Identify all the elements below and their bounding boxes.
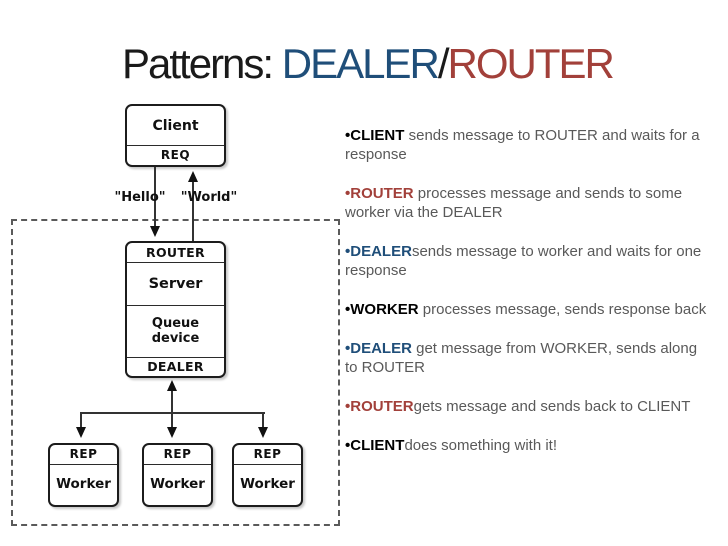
bullet-text: does something with it!: [404, 437, 558, 454]
worker-box-3: REP Worker: [232, 443, 303, 507]
bullet-marker: •: [345, 340, 351, 357]
rep-socket-label: REP: [234, 445, 301, 465]
bullet-keyword: •DEALER: [345, 340, 412, 357]
bullet-text: sends message to ROUTER and waits for a …: [345, 127, 700, 163]
bullet-keyword: •DEALER: [345, 243, 412, 260]
bullet-marker: •: [345, 398, 351, 415]
bullet-keyword: •WORKER: [345, 301, 419, 318]
rep-socket-label: REP: [144, 445, 211, 465]
fanout-connector-line: [80, 412, 265, 414]
bullet-item: •ROUTER processes message and sends to s…: [345, 184, 713, 222]
bullet-keyword: •ROUTER: [345, 185, 414, 202]
bullet-text: processes message and sends to some work…: [345, 185, 683, 221]
title-router: ROUTER: [447, 40, 615, 87]
bullet-item: •CLIENT sends message to ROUTER and wait…: [345, 126, 713, 164]
worker-label: Worker: [56, 476, 111, 492]
bullet-item: •DEALER get message from WORKER, sends a…: [345, 339, 713, 377]
title-dealer: DEALER: [281, 40, 440, 87]
reply-arrow-head: [188, 171, 198, 182]
rep-socket-label: REP: [50, 445, 117, 465]
client-label: Client: [127, 106, 224, 146]
bullet-list: •CLIENT sends message to ROUTER and wait…: [345, 126, 713, 475]
worker-box-1: REP Worker: [48, 443, 119, 507]
dealer-up-arrow-head: [167, 380, 177, 391]
dealer-arrow-line: [171, 391, 173, 413]
bullet-keyword: •CLIENT: [345, 437, 405, 454]
client-box: Client REQ: [125, 104, 226, 167]
worker2-arrow-line: [171, 414, 173, 427]
bullet-marker: •: [345, 243, 351, 260]
bullet-marker: •: [345, 301, 351, 318]
bullet-text: get message from WORKER, sends along to …: [345, 340, 698, 376]
bullet-text: gets message and sends back to CLIENT: [413, 398, 691, 415]
worker3-arrow-head: [258, 427, 268, 438]
title-slash: /: [437, 40, 450, 87]
bullet-text: processes message, sends response back: [418, 301, 707, 318]
worker-label: Worker: [150, 476, 205, 492]
page-title: Patterns: DEALER/ROUTER: [122, 40, 615, 88]
worker2-arrow-head: [167, 427, 177, 438]
request-arrow-line: [154, 167, 156, 226]
request-arrow-head: [150, 226, 160, 237]
bullet-marker: •: [345, 127, 351, 144]
worker-label: Worker: [240, 476, 295, 492]
hello-message-label: "Hello": [114, 190, 166, 205]
worker1-arrow-head: [76, 427, 86, 438]
queue-device-label: Queue device: [127, 306, 224, 358]
router-socket-label: ROUTER: [127, 243, 224, 263]
worker1-arrow-line: [80, 414, 82, 427]
bullet-text: sends message to worker and waits for on…: [345, 243, 702, 279]
broker-box: ROUTER Server Queue device DEALER: [125, 241, 226, 378]
bullet-marker: •: [345, 185, 351, 202]
world-message-label: "World": [180, 190, 238, 205]
bullet-item: •DEALERsends message to worker and waits…: [345, 242, 713, 280]
title-prefix: Patterns:: [122, 40, 282, 87]
bullet-keyword: •ROUTER: [345, 398, 414, 415]
worker-box-2: REP Worker: [142, 443, 213, 507]
reply-arrow-line: [192, 182, 194, 241]
bullet-keyword: •CLIENT: [345, 127, 405, 144]
bullet-item: •ROUTERgets message and sends back to CL…: [345, 397, 713, 416]
bullet-item: •CLIENTdoes something with it!: [345, 436, 713, 455]
broker-dashed-boundary: [11, 219, 340, 526]
bullet-marker: •: [345, 437, 351, 454]
req-socket-label: REQ: [160, 148, 191, 162]
dealer-socket-label: DEALER: [147, 359, 204, 374]
server-label: Server: [127, 263, 224, 306]
bullet-item: •WORKER processes message, sends respons…: [345, 300, 713, 319]
worker3-arrow-line: [262, 414, 264, 427]
